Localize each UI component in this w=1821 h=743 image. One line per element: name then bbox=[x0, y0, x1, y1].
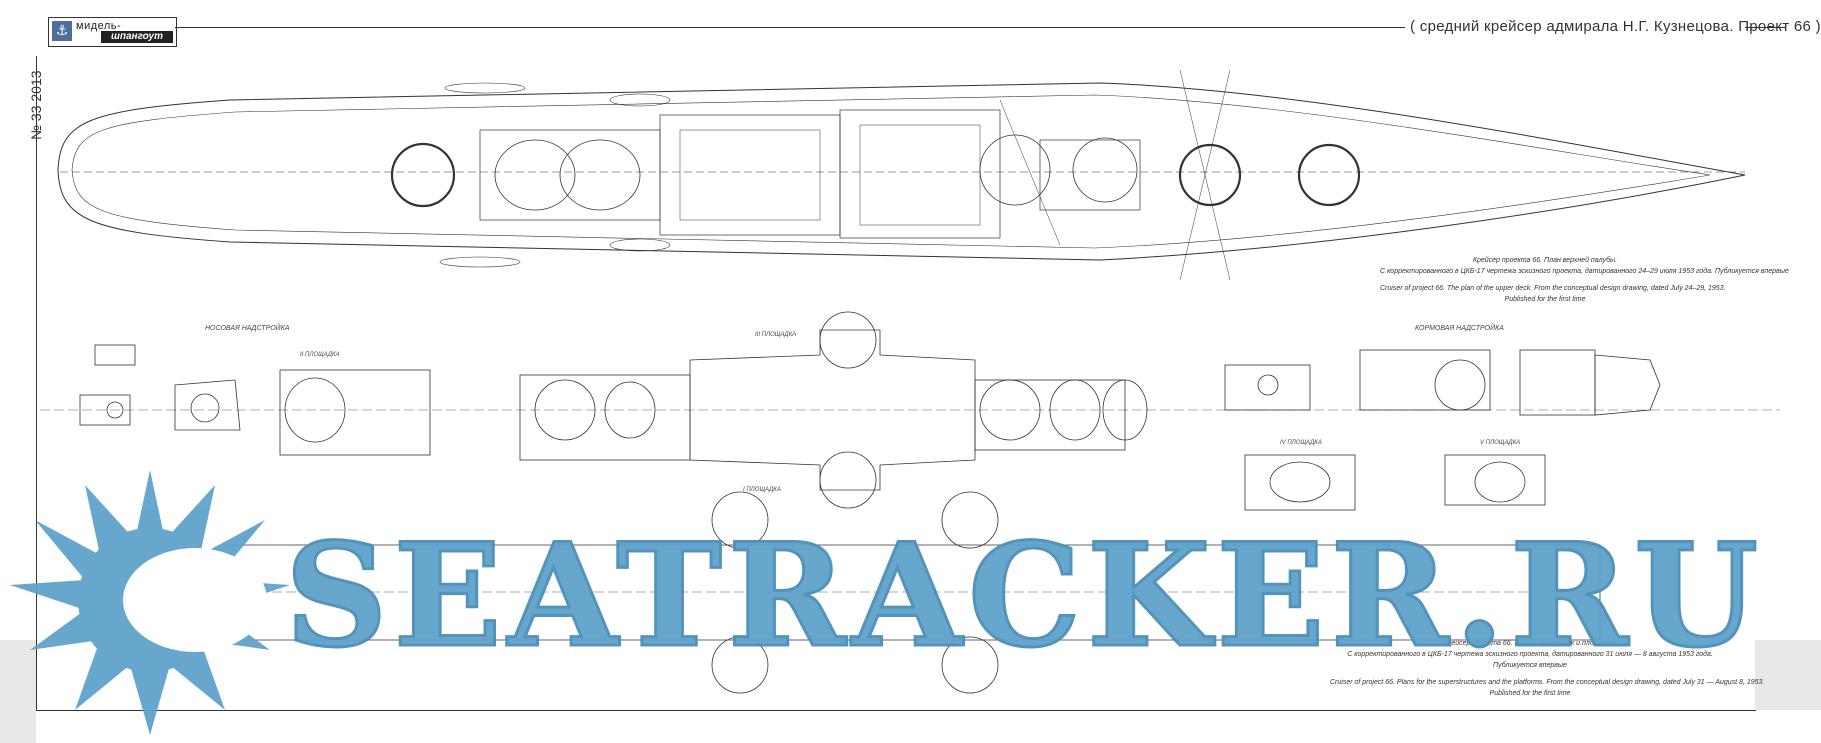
magazine-logo[interactable]: ⚓ мидель- шпангоут bbox=[48, 17, 177, 47]
label-tier1: I ПЛОЩАДКА bbox=[743, 487, 781, 493]
left-margin-rule bbox=[36, 56, 37, 711]
bottom-rule bbox=[36, 710, 1756, 711]
logo-text-bottom: шпангоут bbox=[101, 31, 173, 43]
logo-emblem-icon: ⚓ bbox=[52, 21, 72, 41]
turret-circle-fwd-2 bbox=[1297, 143, 1361, 207]
label-tier5: V ПЛОЩАДКА bbox=[1480, 440, 1521, 446]
label-aft-superstructure: КОРМОВАЯ НАДСТРОЙКА bbox=[1415, 325, 1504, 332]
gray-band-left bbox=[0, 640, 36, 743]
logo-text-top: мидель- bbox=[76, 20, 122, 32]
turret-circle-aft bbox=[390, 142, 456, 208]
watermark-text: SEATRACKER.RU bbox=[283, 513, 1765, 679]
upper-deck-hull-outline bbox=[57, 82, 1746, 261]
label-tier3: III ПЛОЩАДКА bbox=[755, 332, 797, 338]
upper-deck-inner-line bbox=[71, 94, 1711, 249]
header-rule-end bbox=[1745, 27, 1785, 28]
header-rule bbox=[175, 27, 1405, 28]
label-bow-superstructure: НОСОВАЯ НАДСТРОЙКА bbox=[205, 325, 290, 332]
watermark-sunburst-inner bbox=[123, 548, 267, 652]
turret-circle-fwd-1 bbox=[1178, 143, 1242, 207]
label-tier2: II ПЛОЩАДКА bbox=[300, 352, 340, 358]
gray-band-right bbox=[1755, 640, 1821, 710]
caption-superstructures: Крейсер проекта 66. Планы надстроек и пл… bbox=[1330, 640, 1765, 697]
caption-upper-deck: Крейсер проекта 66. План верхней палубы.… bbox=[1380, 257, 1789, 303]
page-title: ( средний крейсер адмирала Н.Г. Кузнецов… bbox=[1410, 18, 1821, 35]
label-tier4: IV ПЛОЩАДКА bbox=[1280, 440, 1322, 446]
